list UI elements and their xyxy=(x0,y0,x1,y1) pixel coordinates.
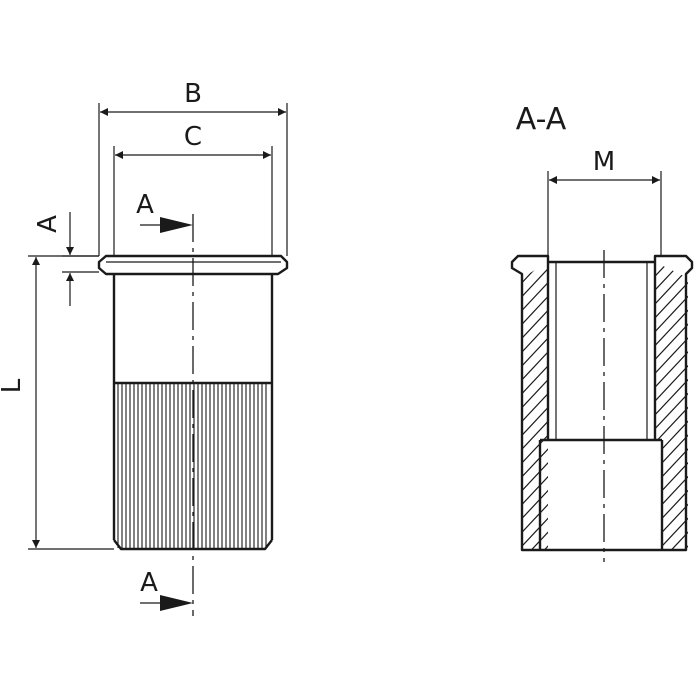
hatch-line xyxy=(547,262,548,550)
section-view: A-A M xyxy=(210,102,700,562)
dim-m-label: M xyxy=(593,147,615,177)
section-outer-contour xyxy=(510,254,694,552)
section-mark-top-label: A xyxy=(136,190,154,220)
hatch-line xyxy=(655,262,688,550)
hatch-line xyxy=(522,262,548,550)
dimension-b: B xyxy=(98,79,288,256)
hatch-line xyxy=(522,262,524,550)
hatch-line xyxy=(522,262,548,550)
hatch-line xyxy=(210,240,510,560)
dimension-a-height: A xyxy=(33,212,99,306)
hatch-line xyxy=(350,240,650,560)
section-title: A-A xyxy=(516,102,567,137)
hatch-line xyxy=(561,240,700,560)
dimension-l: L xyxy=(0,255,114,550)
hatch-line xyxy=(655,262,688,550)
hatch-line xyxy=(522,262,548,550)
hatch-line xyxy=(522,262,548,550)
hatch-line xyxy=(522,262,548,550)
hatch-line xyxy=(655,262,688,550)
dimension-c: C xyxy=(113,122,273,256)
hatch-line xyxy=(655,262,688,550)
hatch-line xyxy=(655,262,688,550)
hatch-line xyxy=(534,262,548,550)
hatch-line xyxy=(655,262,688,550)
dim-l-label: L xyxy=(0,378,27,393)
flange-outline xyxy=(97,254,289,276)
hatch-line xyxy=(655,262,688,550)
front-view: B C A L A xyxy=(0,79,289,616)
hatch-line xyxy=(522,262,548,550)
section-mark-top: A xyxy=(136,190,193,233)
dimension-m: M xyxy=(547,147,662,256)
hatch-line xyxy=(522,262,548,550)
hatch-line xyxy=(522,262,548,550)
hatch-line xyxy=(655,262,688,550)
hatch-line xyxy=(655,262,677,550)
hatch-line xyxy=(674,262,688,550)
dim-c-label: C xyxy=(184,122,202,152)
dim-a-height-label: A xyxy=(33,215,63,233)
section-mark-bottom-label: A xyxy=(140,568,158,598)
hatch-line xyxy=(522,262,548,550)
hatch-line xyxy=(522,262,548,550)
hatch-line xyxy=(522,262,537,550)
hatch-line xyxy=(522,262,548,550)
hatch-line xyxy=(655,262,688,550)
dim-b-label: B xyxy=(184,79,202,109)
hatch-line xyxy=(655,262,664,550)
hatch-line xyxy=(522,262,548,550)
hatch-line xyxy=(522,262,548,550)
knurl-pattern xyxy=(117,384,267,548)
section-mark-bottom: A xyxy=(140,568,193,611)
hatch-line xyxy=(687,262,688,550)
hatch-line xyxy=(655,262,688,550)
hatch-line xyxy=(522,262,548,550)
hatch-line xyxy=(655,262,688,550)
hatch-line xyxy=(522,262,548,550)
hatch-line xyxy=(522,262,548,550)
left-wall-hatching xyxy=(210,240,700,560)
